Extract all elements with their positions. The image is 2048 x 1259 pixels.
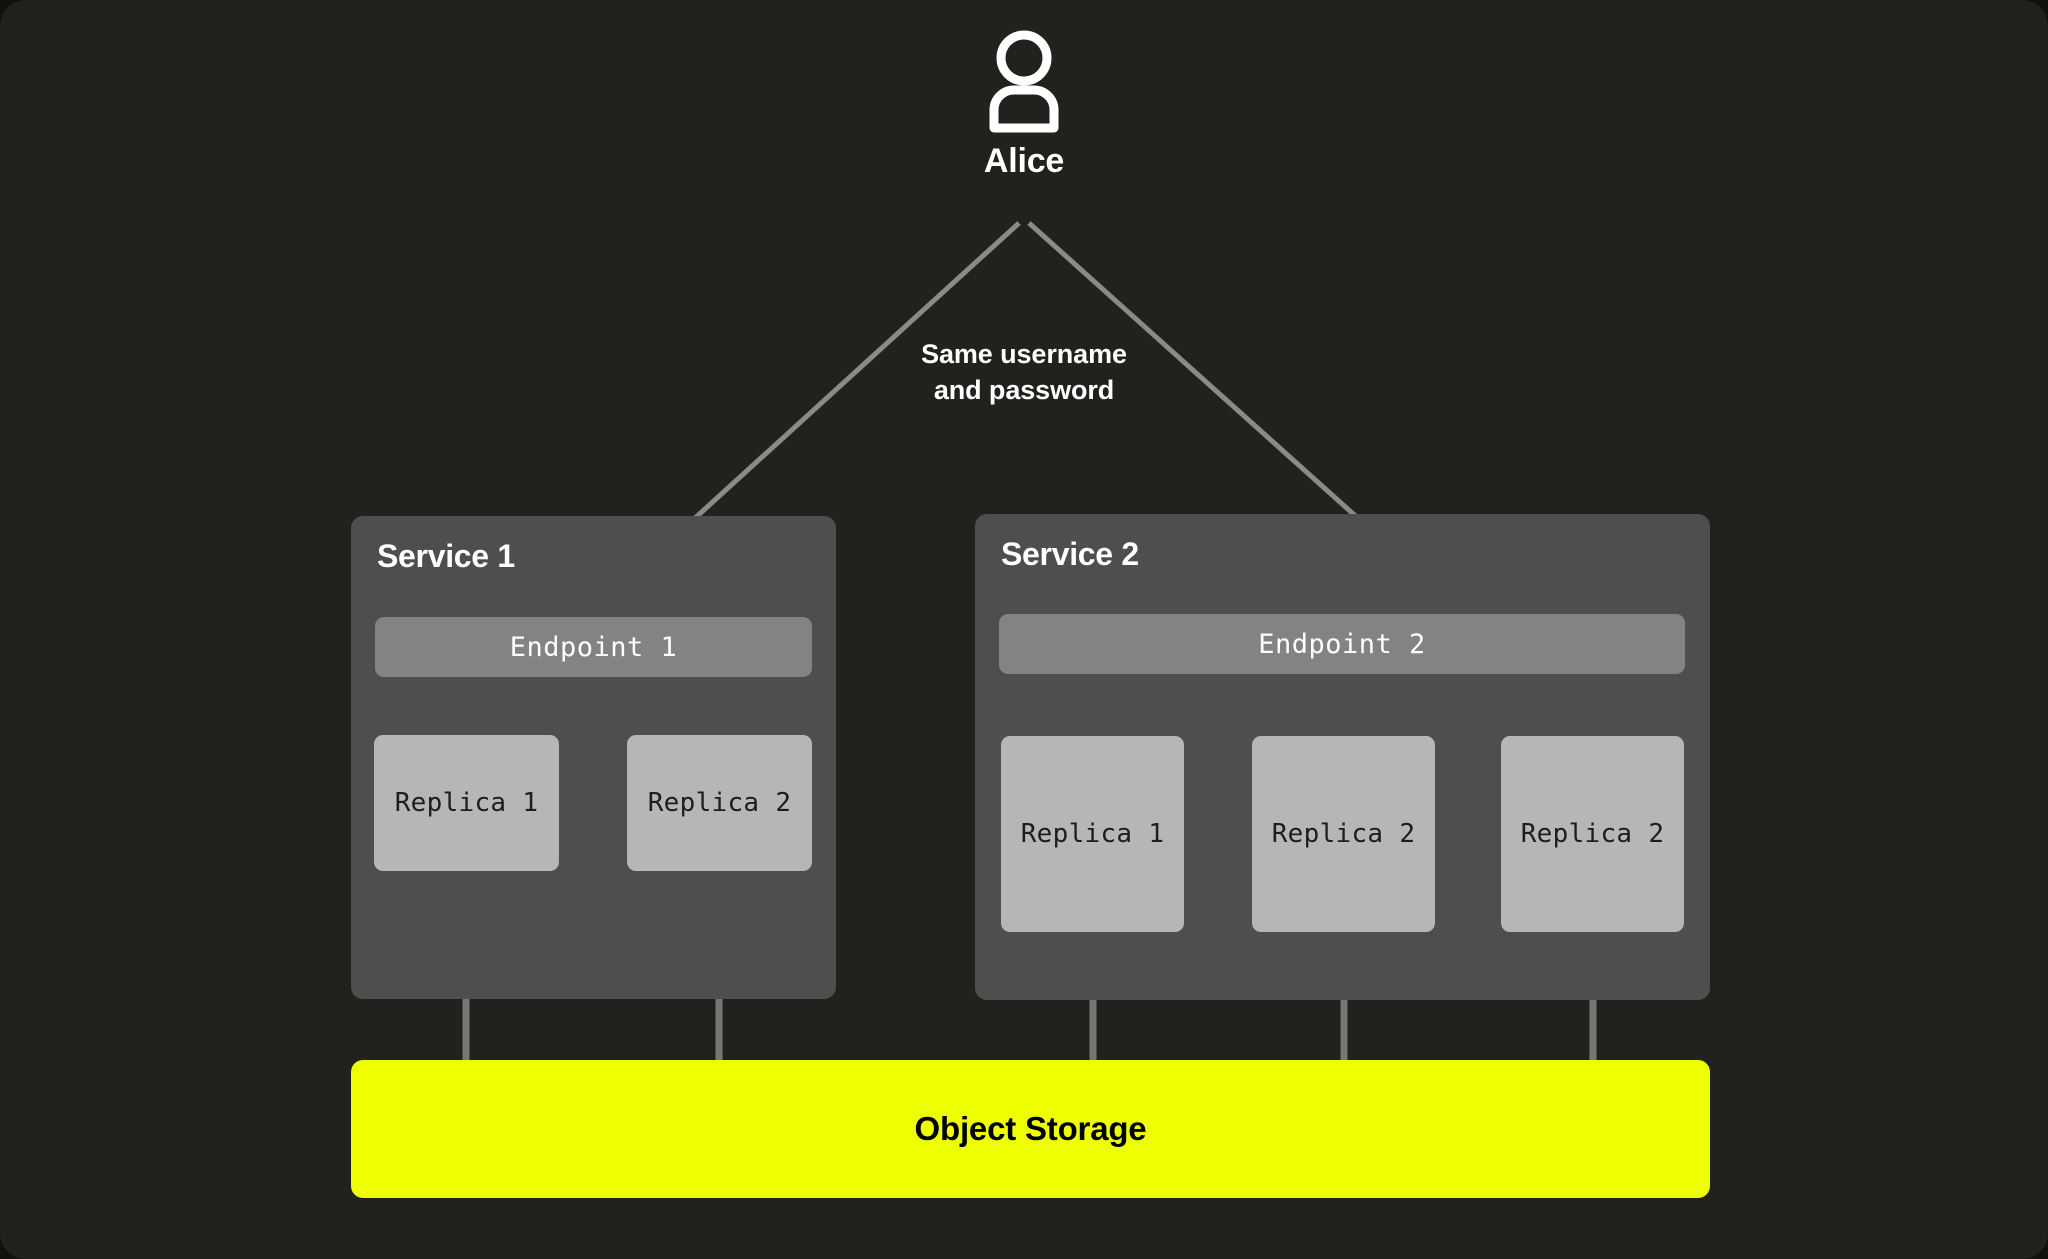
- actor-alice: Alice: [944, 28, 1104, 181]
- service-1-replica-2[interactable]: Replica 2: [627, 735, 812, 871]
- edge-annotation: Same username and password: [824, 337, 1224, 408]
- service-2-replica-3[interactable]: Replica 2: [1501, 736, 1684, 932]
- endpoint-2[interactable]: Endpoint 2: [999, 614, 1685, 674]
- service-2-title: Service 2: [1001, 536, 1139, 572]
- service-2-replica-1[interactable]: Replica 1: [1001, 736, 1184, 932]
- endpoint-1[interactable]: Endpoint 1: [375, 617, 812, 677]
- person-icon: [989, 30, 1059, 133]
- service-1-title: Service 1: [377, 538, 515, 574]
- service-1-replica-1[interactable]: Replica 1: [374, 735, 559, 871]
- service-2-replica-2[interactable]: Replica 2: [1252, 736, 1435, 932]
- service-panel-1[interactable]: Service 1 Endpoint 1 Replica 1 Replica 2: [351, 516, 836, 999]
- edge-annotation-line-1: Same username: [921, 339, 1127, 369]
- service-panel-2[interactable]: Service 2 Endpoint 2 Replica 1 Replica 2…: [975, 514, 1710, 1000]
- actor-label: Alice: [983, 142, 1065, 180]
- edge-annotation-line-2: and password: [933, 374, 1115, 405]
- object-storage-bar[interactable]: Object Storage: [351, 1060, 1710, 1198]
